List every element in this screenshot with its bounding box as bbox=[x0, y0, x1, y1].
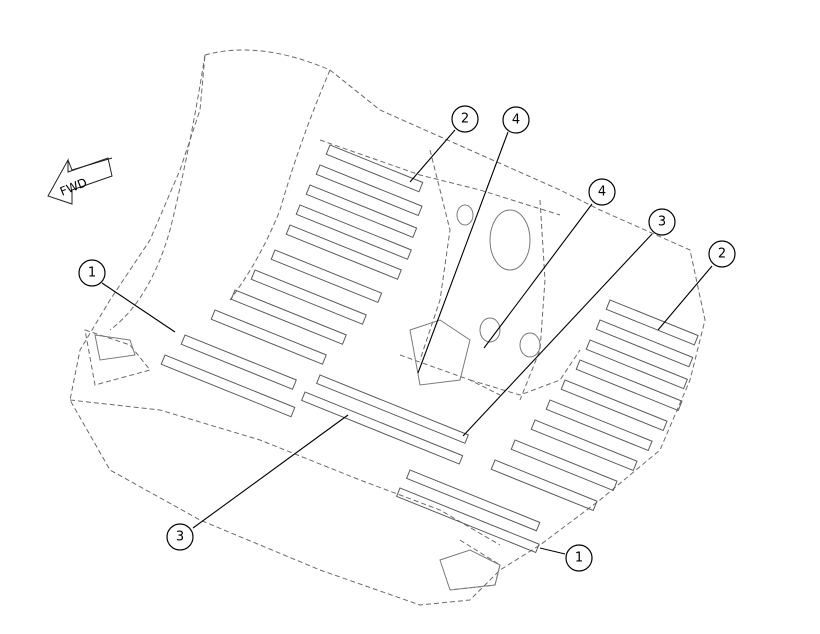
callout-1b: 1 bbox=[565, 544, 593, 572]
callout-label: 3 bbox=[176, 530, 184, 545]
callout-2b: 2 bbox=[708, 240, 736, 268]
fwd-arrow-icon: FWD bbox=[47, 157, 113, 205]
callout-2a: 2 bbox=[451, 105, 479, 133]
machine-outline bbox=[69, 49, 706, 606]
center-floor-strip bbox=[300, 374, 541, 554]
callout-4a: 4 bbox=[502, 106, 530, 134]
fwd-label: FWD bbox=[58, 175, 89, 198]
leader-lines bbox=[101, 129, 713, 555]
callout-1a: 1 bbox=[78, 259, 106, 287]
left-floor-mat bbox=[160, 144, 424, 418]
callout-label: 1 bbox=[88, 266, 96, 281]
center-mechanism bbox=[94, 204, 581, 591]
callout-3b: 3 bbox=[648, 208, 676, 236]
right-floor-mat bbox=[490, 299, 699, 512]
callout-3a: 3 bbox=[166, 523, 194, 551]
callout-label: 1 bbox=[575, 551, 583, 566]
callout-label: 4 bbox=[598, 185, 606, 200]
callout-4b: 4 bbox=[588, 178, 616, 206]
callout-label: 4 bbox=[512, 113, 520, 128]
callout-label: 2 bbox=[718, 247, 726, 262]
callout-label: 3 bbox=[658, 215, 666, 230]
callout-label: 2 bbox=[461, 112, 469, 127]
